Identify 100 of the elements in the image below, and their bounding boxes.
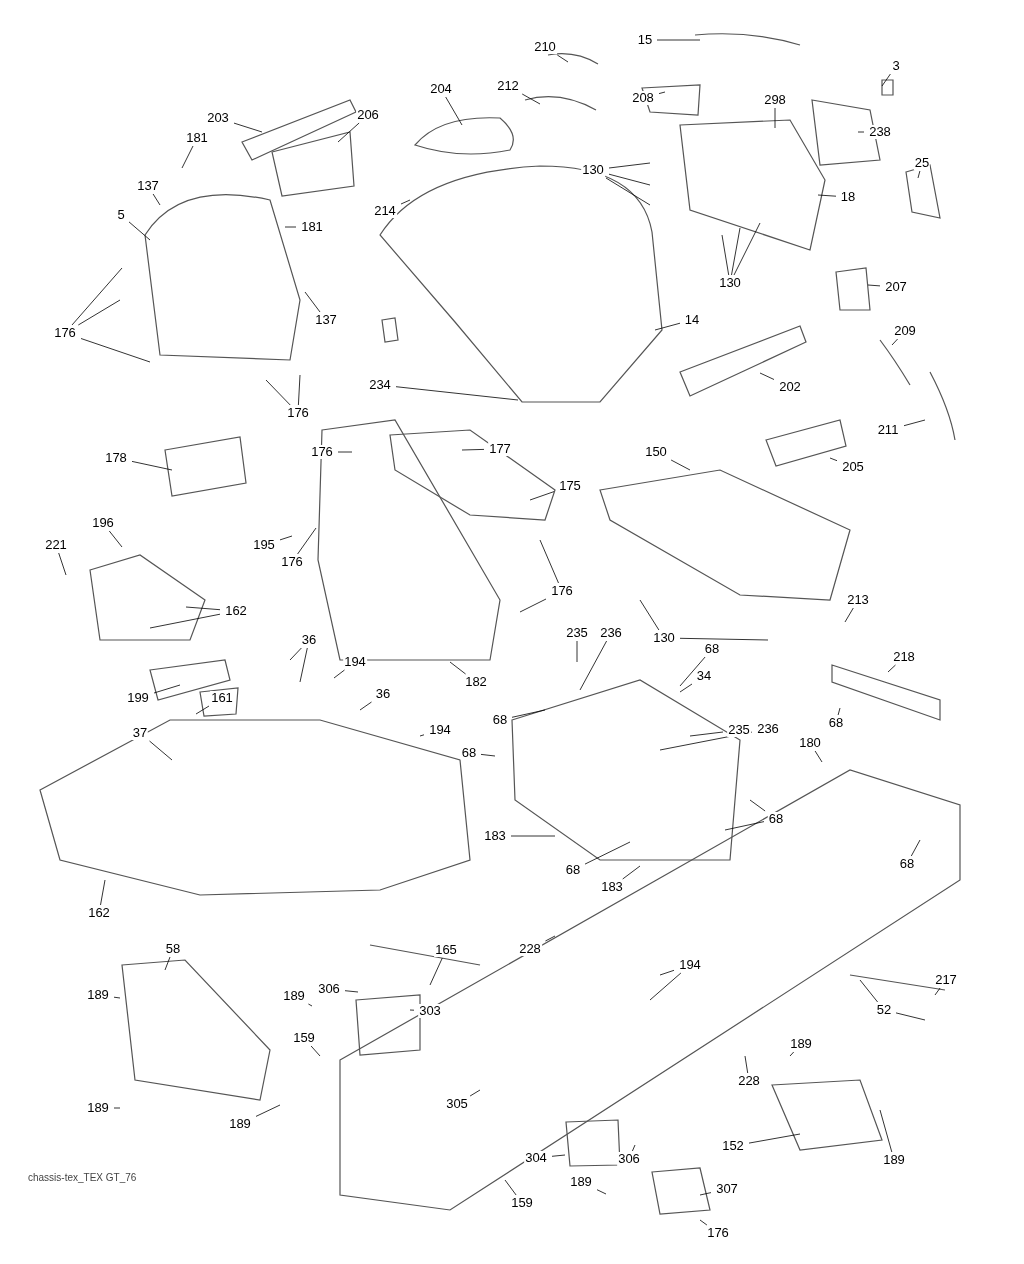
leader-line [891,338,898,346]
leader-line [910,839,921,857]
leader-line [337,122,360,143]
leader-line [679,683,693,693]
leader-line [639,599,660,631]
leader-line [359,701,372,711]
callout-number: 181 [300,220,324,234]
callout-number: 68 [564,863,582,877]
leader-line [903,419,926,427]
callout-number: 14 [683,313,701,327]
callout-number: 161 [210,691,234,705]
callout-number: 36 [300,633,318,647]
leader-line [298,374,301,406]
callout-number: 205 [841,460,865,474]
leader-line [419,734,425,737]
callout-number: 183 [600,880,624,894]
leader-line [659,969,675,976]
leader-line [679,637,769,641]
leader-line [519,598,547,613]
leader-line [521,93,541,105]
callout-number: 130 [652,631,676,645]
callout-number: 189 [882,1153,906,1167]
leader-line [622,865,641,880]
callout-number: 194 [343,655,367,669]
leader-line [289,647,302,661]
callout-number: 181 [185,131,209,145]
callout-number: 176 [286,406,310,420]
callout-number: 304 [524,1151,548,1165]
callout-number: 52 [875,1003,893,1017]
leader-line [429,957,443,986]
leader-line [255,1104,281,1117]
callout-number: 177 [488,442,512,456]
callout-number: 236 [599,626,623,640]
leader-line [879,1109,893,1153]
leader-line [658,91,666,94]
leader-line [844,607,854,623]
leader-line [152,193,161,206]
leader-line [310,1045,321,1057]
leader-line [181,145,194,169]
leader-line [724,821,765,831]
leader-line [80,338,151,363]
leader-line [837,707,841,716]
leader-line [689,731,724,737]
callout-number: 176 [550,584,574,598]
leader-line [308,1003,313,1007]
callout-number: 221 [44,538,68,552]
callout-number: 208 [631,91,655,105]
callout-number: 37 [131,726,149,740]
callout-number: 180 [798,736,822,750]
leader-line [77,299,121,326]
callout-number: 5 [116,208,126,222]
callout-number: 199 [126,691,150,705]
callout-number: 183 [483,829,507,843]
leader-line [195,705,210,715]
leader-line [284,226,297,228]
callout-number: 303 [418,1004,442,1018]
leader-line [149,740,173,761]
leader-line [679,656,706,687]
callout-number: 15 [636,33,654,47]
callout-number: 25 [913,156,931,170]
leader-line [337,451,353,453]
callout-number: 68 [491,713,509,727]
leader-line [149,613,221,629]
leader-line [304,291,321,313]
callout-number: 210 [533,40,557,54]
leader-line [504,1179,517,1196]
leader-line [233,122,263,133]
leader-line [551,1154,566,1157]
leader-line [774,107,776,129]
leader-line [469,1089,481,1097]
callout-number: 176 [706,1226,730,1240]
callout-number: 228 [737,1074,761,1088]
leader-line [131,461,173,471]
callout-number: 211 [876,423,900,437]
callout-number: 34 [695,669,713,683]
leader-line [445,96,463,126]
leader-line [333,669,345,679]
leader-line [344,990,359,993]
callout-number: 137 [314,313,338,327]
leader-line [100,879,106,906]
callout-number: 213 [846,593,870,607]
leader-line [576,640,578,663]
leader-line [185,606,221,611]
callout-number: 175 [558,479,582,493]
callout-number: 298 [763,93,787,107]
callout-number: 159 [510,1196,534,1210]
callout-number: 189 [86,988,110,1002]
leader-line [510,835,556,837]
leader-line [917,170,921,179]
leader-line [608,173,651,186]
leader-line [721,234,730,276]
leader-line [632,1144,636,1152]
leader-line [654,322,681,331]
leader-line [789,1051,795,1057]
leader-line [895,1012,926,1021]
callout-number: 68 [898,857,916,871]
leader-line [817,194,837,197]
leader-line [731,227,741,276]
callout-number: 182 [464,675,488,689]
leader-line [670,459,691,471]
